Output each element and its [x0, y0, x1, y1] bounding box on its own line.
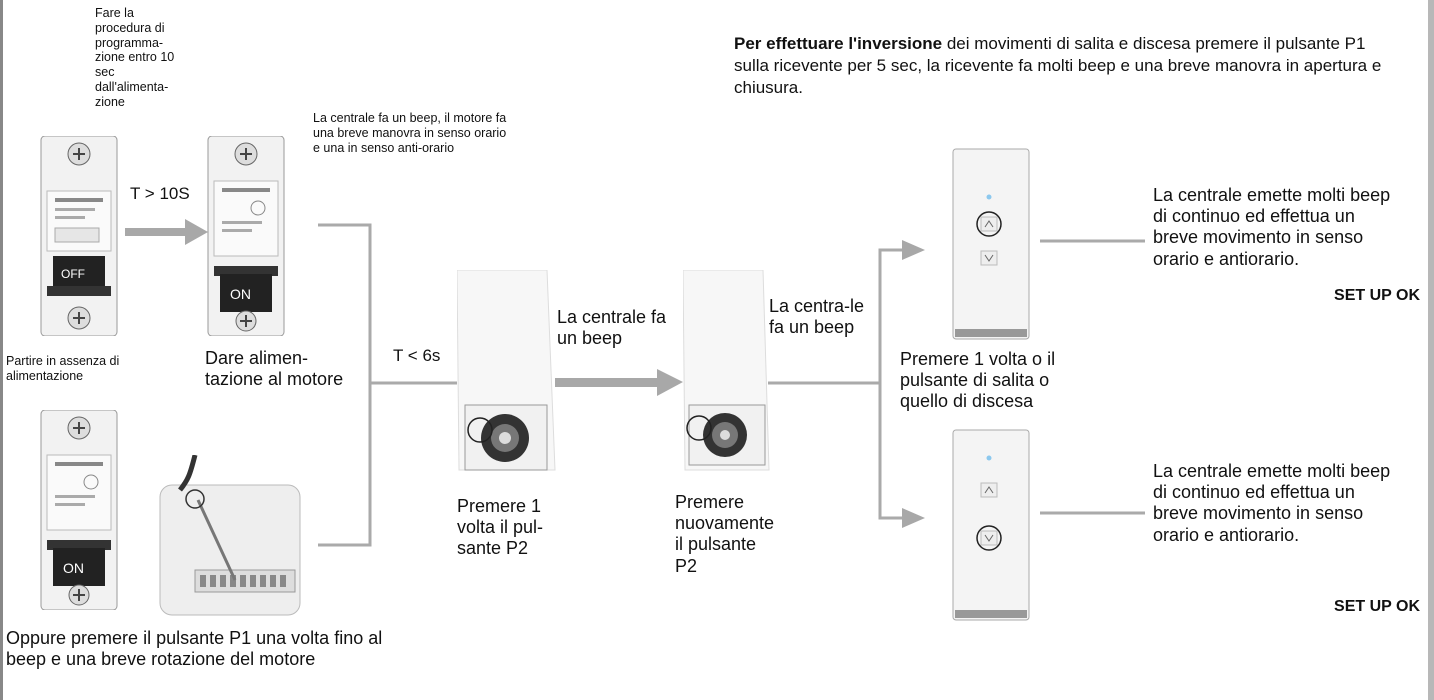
beep-note-2: La centra-le fa un beep	[769, 296, 865, 338]
right-border	[1428, 0, 1434, 700]
arrow-beep	[555, 369, 683, 396]
receiver-module	[150, 454, 310, 630]
result-note-top: La centrale emette molti beep di continu…	[1153, 185, 1391, 269]
remote-back-1	[456, 269, 557, 485]
breaker-on-bottom: ON	[33, 409, 125, 615]
programming-note: Fare la procedura di programma-zione ent…	[95, 6, 175, 109]
remote-back-2	[682, 269, 773, 485]
arrow-head-lower	[902, 508, 925, 528]
power-motor-caption: Dare alimen-tazione al motore	[205, 348, 344, 390]
svg-text:ON: ON	[230, 286, 251, 302]
press-up-down-caption: Premere 1 volta o il pulsante di salita …	[900, 349, 1056, 412]
left-border	[0, 0, 3, 700]
timer-t6-label: T < 6s	[393, 346, 441, 365]
press-p2-once-caption: Premere 1 volta il pul-sante P2	[457, 496, 544, 559]
svg-text:OFF: OFF	[61, 267, 85, 281]
timer-t10-label: T > 10S	[130, 184, 190, 203]
fork-upper-line	[768, 248, 905, 385]
wall-switch-top	[951, 147, 1031, 348]
result-note-bottom: La centrale emette molti beep di continu…	[1153, 461, 1391, 545]
inversion-note-bold: Per effettuare l'inversione	[734, 34, 943, 53]
inversion-note-rest: dei movimenti di salita e discesa premer…	[734, 34, 1382, 98]
arrow-t10	[125, 219, 208, 245]
beep-note-1: La centrale fa un beep	[557, 307, 667, 349]
setup-ok-bottom: SET UP OK	[1334, 598, 1420, 615]
beep-motor-note: La centrale fa un beep, il motore fa una…	[313, 111, 507, 155]
svg-text:ON: ON	[63, 560, 84, 576]
bracket-connector	[318, 223, 372, 547]
breaker-off: OFF	[33, 135, 125, 341]
press-p2-again-caption: Premere nuovamente il pulsante P2	[675, 492, 775, 576]
setup-ok-top: SET UP OK	[1334, 287, 1420, 304]
arrow-head-upper	[902, 240, 925, 260]
fork-lower-line	[878, 383, 905, 520]
wall-switch-bottom	[951, 428, 1031, 629]
start-without-power-note: Partire in assenza di alimentazione	[6, 354, 120, 383]
alternative-p1-caption: Oppure premere il pulsante P1 una volta …	[6, 628, 383, 670]
breaker-on-top: ON	[200, 135, 292, 341]
inversion-note: Per effettuare l'inversione dei moviment…	[734, 33, 1404, 99]
